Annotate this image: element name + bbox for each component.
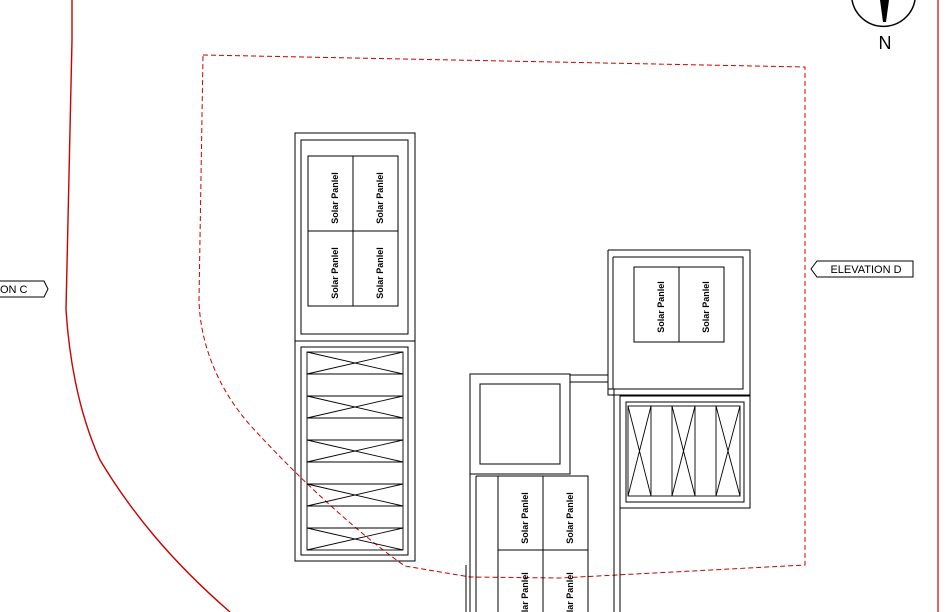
- building-a-upper-inner: [300, 139, 409, 335]
- building-a-outer: [294, 132, 416, 562]
- solar-panel-label: Solar Panlel: [701, 281, 711, 333]
- equipment-stack-right: [627, 405, 741, 497]
- equipment-stack-left: [306, 351, 404, 551]
- building-b-inner: [612, 256, 744, 390]
- elevation-d-label: ELEVATION D: [830, 264, 901, 276]
- solar-panel-label: Solar Panlel: [565, 492, 575, 544]
- building-c-outer: [469, 373, 571, 475]
- setback-line: [198, 54, 806, 579]
- elevation-d-marker[interactable]: ELEVATION D: [810, 260, 914, 278]
- building-b-lower-inner: [625, 401, 745, 503]
- solar-panel-label: Solar Panlel: [565, 572, 575, 612]
- building-b[interactable]: [569, 249, 751, 612]
- building-a[interactable]: [294, 132, 416, 562]
- property-line: [65, 0, 231, 612]
- north-circle: [851, 0, 916, 28]
- solar-array-3[interactable]: [497, 475, 588, 612]
- building-c[interactable]: [469, 373, 571, 475]
- elevation-d-tag: [810, 260, 914, 278]
- solar-panel-label: Solar Panlel: [656, 281, 666, 333]
- solar-array-1[interactable]: [307, 155, 399, 307]
- north-arrow: N: [851, 0, 916, 53]
- solar-panel-label: Solar Panlel: [520, 492, 530, 544]
- north-needle: [880, 0, 889, 22]
- building-c-inner: [479, 383, 561, 465]
- building-a-lower-inner: [300, 346, 409, 556]
- north-label: N: [879, 33, 892, 53]
- solar-array-2[interactable]: [633, 266, 725, 343]
- elevation-c-label: ON C: [0, 284, 28, 296]
- solar-panel-label: Solar Panlel: [330, 247, 340, 299]
- solar-array-3-frame: [497, 475, 588, 612]
- solar-panel-label: Solar Panlel: [330, 172, 340, 224]
- elevation-c-marker[interactable]: ON C: [0, 280, 49, 298]
- solar-panel-label: Solar Panlel: [375, 172, 385, 224]
- solar-panel-label: Solar Panlel: [520, 572, 530, 612]
- building-b-connector: [608, 388, 621, 612]
- solar-panel-label: Solar Panlel: [375, 247, 385, 299]
- building-b-lower-outer: [619, 395, 751, 509]
- elevation-c-tag: [0, 280, 49, 298]
